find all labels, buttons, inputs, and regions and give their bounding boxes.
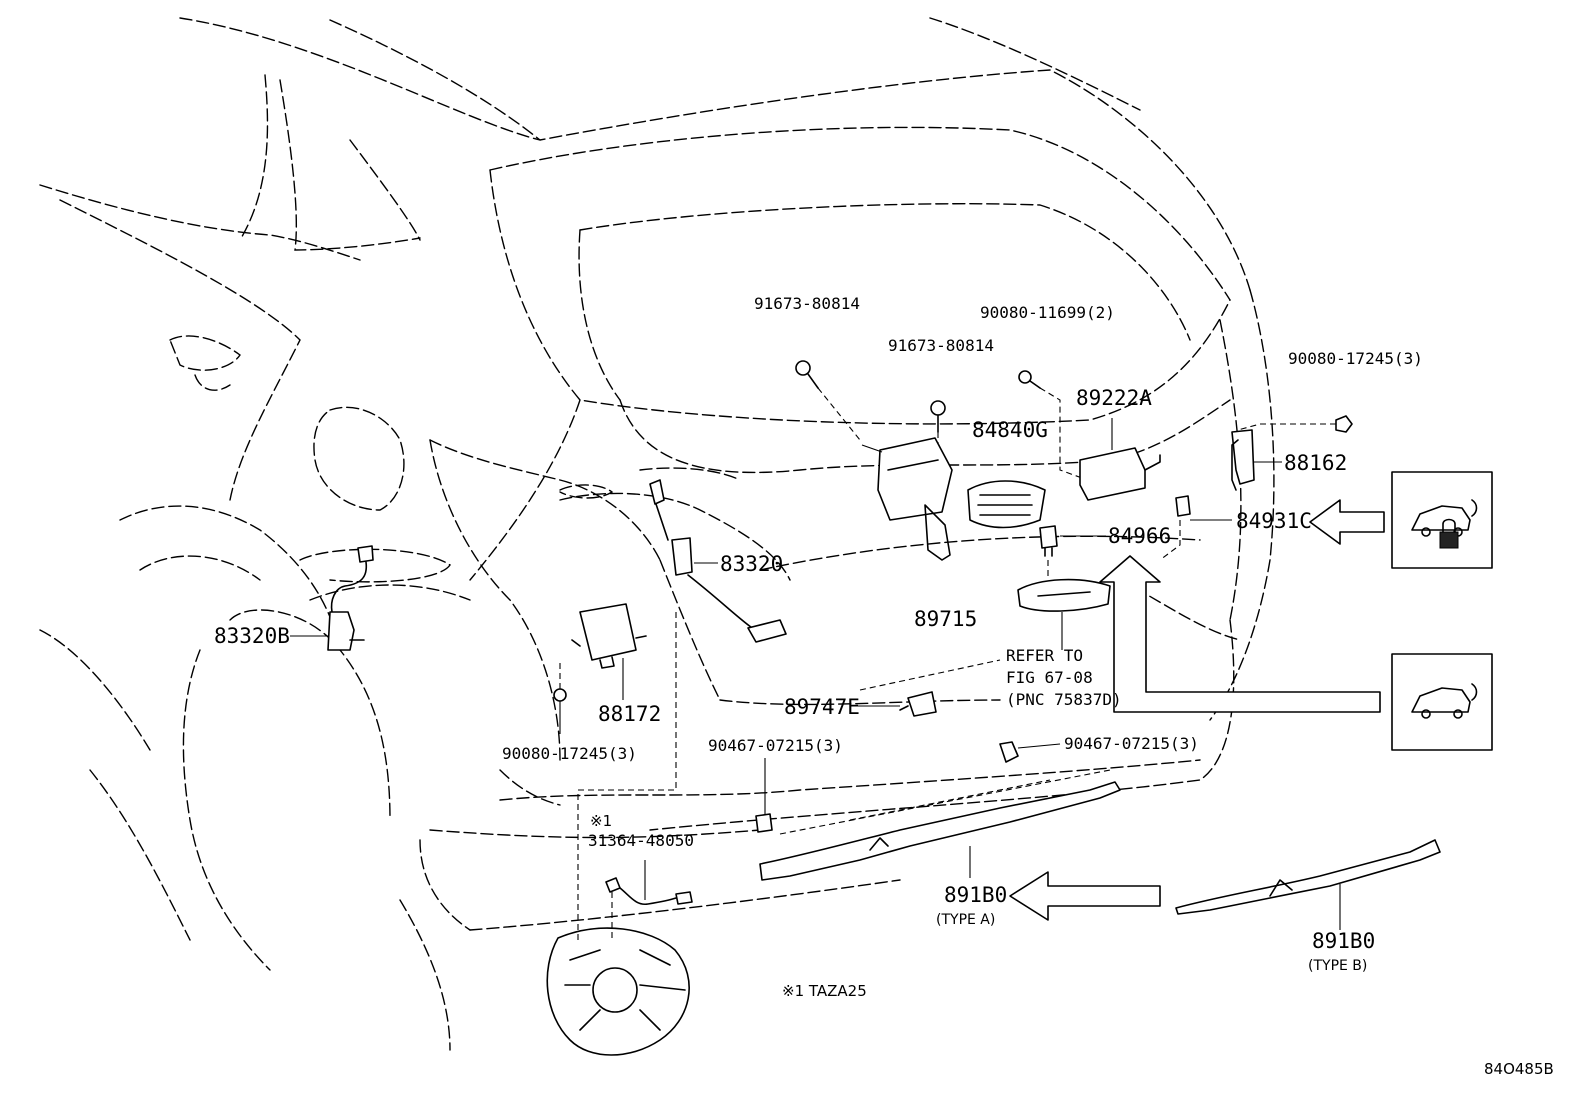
label-84966: 84966 xyxy=(1108,524,1171,548)
note-mark: ※1 xyxy=(590,812,612,830)
footnote: ※1 TAZA25 xyxy=(782,982,867,1000)
label-891B0-type-b: 891B0 xyxy=(1312,929,1375,953)
moulding-891B0-type-b-icon xyxy=(1175,839,1441,930)
license-lamp-housing-icon xyxy=(1017,578,1111,650)
sensor-83320B-icon xyxy=(290,545,374,651)
label-88162: 88162 xyxy=(1284,451,1347,475)
switch-84931C-icon xyxy=(1159,495,1232,561)
label-83320B: 83320B xyxy=(214,624,290,648)
label-83320: 83320 xyxy=(720,552,783,576)
sensor-88162-icon xyxy=(1231,429,1282,491)
type-b-label: (TYPE B) xyxy=(1308,958,1367,974)
label-89222A: 89222A xyxy=(1076,386,1152,410)
switch-84840G-icon xyxy=(967,480,1046,529)
arrow-to-84931C xyxy=(1309,499,1385,545)
label-90467-07215-right: 90467-07215(3) xyxy=(1064,734,1199,753)
label-91673-80814-a: 91673-80814 xyxy=(754,294,860,313)
refer-line-2: FIG 67-08 xyxy=(1006,668,1093,687)
dashed-leaders xyxy=(577,612,677,940)
arrow-to-84966 xyxy=(1099,555,1381,713)
label-90080-17245-left: 90080-17245(3) xyxy=(502,744,637,763)
figure-id: 84O485B xyxy=(1484,1060,1554,1078)
sensor-89747E-icon xyxy=(856,659,1001,717)
refer-line-3: (PNC 75837D) xyxy=(1006,690,1122,709)
control-module-89715-bracket-icon xyxy=(861,437,953,561)
label-90467-07215-left: 90467-07215(3) xyxy=(708,736,843,755)
label-84840G: 84840G xyxy=(972,418,1048,442)
clip-90467-07215-left-icon xyxy=(755,758,773,833)
label-89747E: 89747E xyxy=(784,695,860,719)
clip-90467-07215-right-icon xyxy=(999,741,1061,763)
label-90080-11699: 90080-11699(2) xyxy=(980,303,1115,322)
moulding-891B0-type-a-icon xyxy=(759,769,1121,881)
nut-90080-17245-right-icon xyxy=(1237,415,1353,433)
car-with-wave-icon xyxy=(1391,653,1493,751)
label-89715: 89715 xyxy=(914,607,977,631)
nut-90080-17245-left-icon xyxy=(553,660,567,734)
refer-line-1: REFER TO xyxy=(1006,646,1083,665)
sensor-31364-48050-icon xyxy=(605,860,693,906)
sensor-88172-icon xyxy=(571,603,647,700)
label-891B0-type-a: 891B0 xyxy=(944,883,1007,907)
bolt-91673-left-icon xyxy=(795,360,861,441)
label-88172: 88172 xyxy=(598,702,661,726)
label-31364-48050: 31364-48050 xyxy=(588,831,694,850)
transmission-icon xyxy=(546,927,690,1056)
label-90080-17245-right: 90080-17245(3) xyxy=(1288,349,1423,368)
switch-84966-icon xyxy=(1039,525,1106,580)
receiver-89222A-icon xyxy=(1079,418,1161,501)
callout-labels: 91673-80814 91673-80814 90080-11699(2) 9… xyxy=(214,294,1554,1078)
label-84931C: 84931C xyxy=(1236,509,1312,533)
car-with-lock-icon xyxy=(1391,471,1493,569)
sensor-83320-icon xyxy=(649,479,787,643)
label-91673-80814-b: 91673-80814 xyxy=(888,336,994,355)
arrow-type-b-to-a xyxy=(1009,871,1161,921)
screw-90080-11699-icon xyxy=(1018,370,1083,479)
type-a-label: (TYPE A) xyxy=(936,912,995,928)
